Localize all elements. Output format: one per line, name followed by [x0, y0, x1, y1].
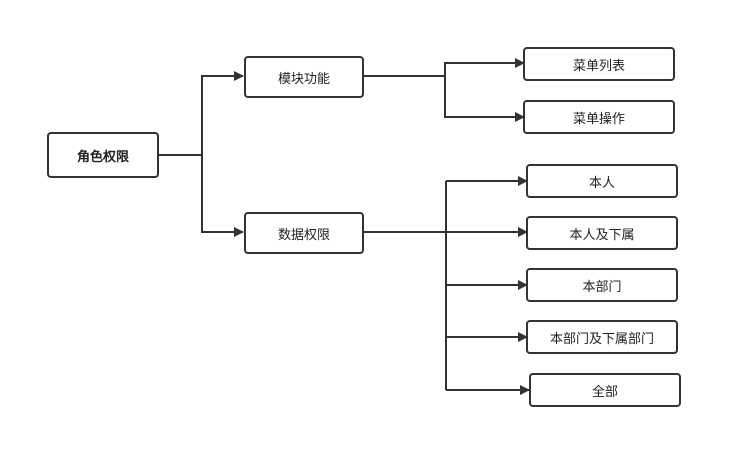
node-all: 全部: [529, 373, 681, 407]
node-role-permission: 角色权限: [47, 132, 159, 178]
edge-module-to-menu-ops: [444, 76, 525, 122]
edge-module-to-menu-list: [364, 58, 525, 77]
node-label: 数据权限: [277, 227, 330, 243]
node-label: 菜单列表: [572, 58, 625, 74]
node-label: 本部门及下属部门: [549, 331, 654, 347]
node-menu-operation: 菜单操作: [523, 100, 675, 134]
node-menu-list: 菜单列表: [523, 47, 675, 81]
node-label: 本人: [588, 175, 615, 191]
node-module-function: 模块功能: [244, 56, 364, 98]
node-label: 本人及下属: [569, 227, 635, 243]
node-label: 菜单操作: [572, 111, 625, 127]
edge-root-to-module: [158, 71, 244, 156]
node-label: 模块功能: [277, 71, 330, 87]
node-label: 全部: [591, 384, 618, 400]
node-self-and-subordinates: 本人及下属: [526, 216, 678, 250]
node-self: 本人: [526, 164, 678, 198]
node-label: 本部门: [582, 279, 622, 295]
node-label: 角色权限: [76, 149, 129, 165]
node-department-and-sub: 本部门及下属部门: [526, 320, 678, 354]
edge-root-to-data: [201, 155, 244, 237]
node-data-permission: 数据权限: [244, 212, 364, 254]
node-department: 本部门: [526, 268, 678, 302]
